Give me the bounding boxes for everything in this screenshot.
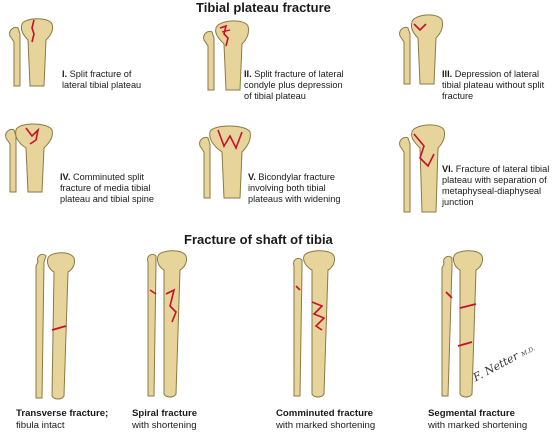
caption-line: plateaus with widening — [248, 194, 341, 204]
caption-bold: Comminuted fracture — [276, 408, 374, 419]
caption-type-3: III. Depression of lateral tibial platea… — [442, 69, 544, 102]
caption-line: tibial plateau without split — [442, 80, 545, 90]
caption-normal: with shortening — [132, 420, 197, 431]
section-title-shaft: Fracture of shaft of tibia — [184, 232, 333, 247]
bone-illustration-type-5 — [199, 125, 251, 199]
caption-number: II. — [244, 69, 252, 79]
caption-normal: fibula intact — [16, 420, 65, 431]
caption-bold: Transverse fracture; — [16, 408, 109, 419]
caption-line: junction — [442, 197, 474, 207]
caption-line: fracture of media tibial — [60, 183, 151, 193]
caption-line: Bicondylar fracture — [258, 172, 336, 182]
caption-type-5: V. Bicondylar fracture involving both ti… — [248, 172, 340, 205]
caption-type-1: I. Split fracture of lateral tibial plat… — [62, 69, 141, 91]
caption-line: Split fracture of lateral — [254, 69, 344, 79]
shaft-illustration-comminuted — [293, 250, 335, 398]
caption-line: plateau and tibial spine — [60, 194, 154, 204]
caption-line: Comminuted split — [72, 172, 144, 182]
caption-line: fracture — [442, 91, 474, 101]
bone-illustration-type-4 — [5, 123, 53, 193]
caption-number: IV. — [60, 172, 71, 182]
caption-comminuted: Comminuted fracture with marked shorteni… — [276, 408, 375, 432]
caption-line: Depression of lateral — [454, 69, 540, 79]
bone-illustration-type-3 — [399, 14, 443, 85]
caption-line: metaphyseal-diaphyseal — [442, 186, 542, 196]
caption-transverse: Transverse fracture; fibula intact — [16, 408, 108, 432]
caption-line: plateau with separation of — [442, 175, 547, 185]
caption-number: III. — [442, 69, 453, 79]
bone-illustration-type-6 — [399, 124, 445, 213]
signature-suffix: M.D. — [520, 345, 537, 359]
caption-type-6: VI. Fracture of lateral tibial plateau w… — [442, 164, 549, 208]
caption-type-2: II. Split fracture of lateral condyle pl… — [244, 69, 344, 102]
caption-line: Split fracture of — [69, 69, 132, 79]
shaft-illustration-spiral — [147, 250, 187, 398]
caption-line: condyle plus depression — [244, 80, 343, 90]
caption-line: involving both tibial — [248, 183, 326, 193]
caption-spiral: Spiral fracture with shortening — [132, 408, 197, 432]
caption-number: I. — [62, 69, 68, 79]
shaft-illustration-transverse — [35, 252, 75, 400]
caption-bold: Segmental fracture — [428, 408, 515, 419]
caption-type-4: IV. Comminuted split fracture of media t… — [60, 172, 154, 205]
bone-illustration-type-2 — [203, 20, 249, 91]
caption-bold: Spiral fracture — [132, 408, 198, 419]
caption-line: Fracture of lateral tibial — [455, 164, 550, 174]
caption-line: of tibial plateau — [244, 91, 306, 101]
caption-segmental: Segmental fracture with marked shortenin… — [428, 408, 527, 432]
caption-normal: with marked shortening — [276, 420, 376, 431]
caption-number: V. — [248, 172, 256, 182]
caption-line: lateral tibial plateau — [62, 80, 142, 90]
bone-illustration-type-1 — [9, 18, 53, 87]
caption-number: VI. — [442, 164, 454, 174]
section-title-plateau: Tibial plateau fracture — [196, 0, 331, 15]
shaft-illustration-segmental — [441, 250, 483, 398]
caption-normal: with marked shortening — [428, 420, 528, 431]
